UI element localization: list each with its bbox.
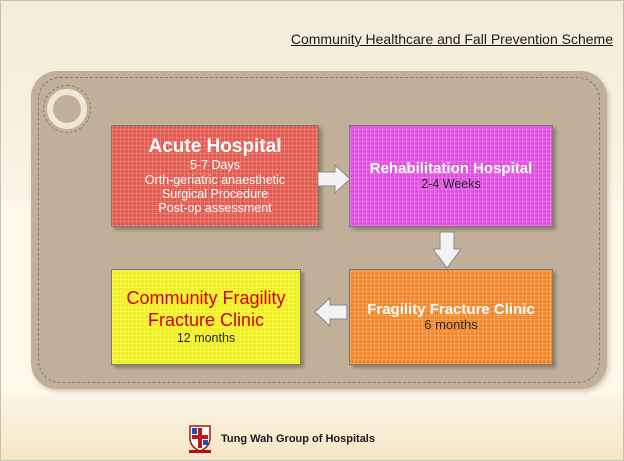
acute-detail-2: Surgical Procedure	[161, 186, 269, 201]
arrow-left-icon	[314, 297, 348, 327]
rehab-title: Rehabilitation Hospital	[369, 160, 533, 178]
acute-title: Acute Hospital	[148, 136, 282, 158]
step-community-fragility-fracture-clinic: Community Fragility Fracture Clinic 12 m…	[111, 269, 301, 365]
acute-duration: 5-7 Days	[189, 158, 241, 173]
panel-stitch-border	[38, 77, 600, 383]
community-title-line2: Fracture Clinic	[147, 309, 265, 330]
community-title-line1: Community Fragility	[126, 288, 286, 309]
organization-name: Tung Wah Group of Hospitals	[221, 433, 375, 445]
ring-stitch	[43, 85, 91, 133]
step-rehabilitation-hospital: Rehabilitation Hospital 2-4 Weeks	[349, 125, 553, 227]
acute-detail-3: Post-op assessment	[158, 201, 272, 216]
step-fragility-fracture-clinic: Fragility Fracture Clinic 6 months	[349, 269, 553, 365]
slide-title: Community Healthcare and Fall Prevention…	[290, 31, 613, 47]
ring-hole-icon	[47, 89, 87, 129]
step-acute-hospital: Acute Hospital 5-7 Days Orth-geriatric a…	[111, 125, 319, 227]
footer-band	[1, 396, 623, 460]
fragility-duration: 6 months	[424, 317, 478, 333]
tung-wah-crest-icon	[189, 425, 211, 453]
arrow-down-icon	[432, 231, 462, 269]
footer: Tung Wah Group of Hospitals	[187, 424, 375, 454]
arrow-right-icon	[317, 164, 351, 194]
rehab-duration: 2-4 Weeks	[421, 177, 481, 192]
fragility-title: Fragility Fracture Clinic	[367, 300, 535, 318]
acute-detail-1: Orth-geriatric anaesthetic	[144, 172, 286, 187]
community-duration: 12 months	[176, 331, 236, 346]
